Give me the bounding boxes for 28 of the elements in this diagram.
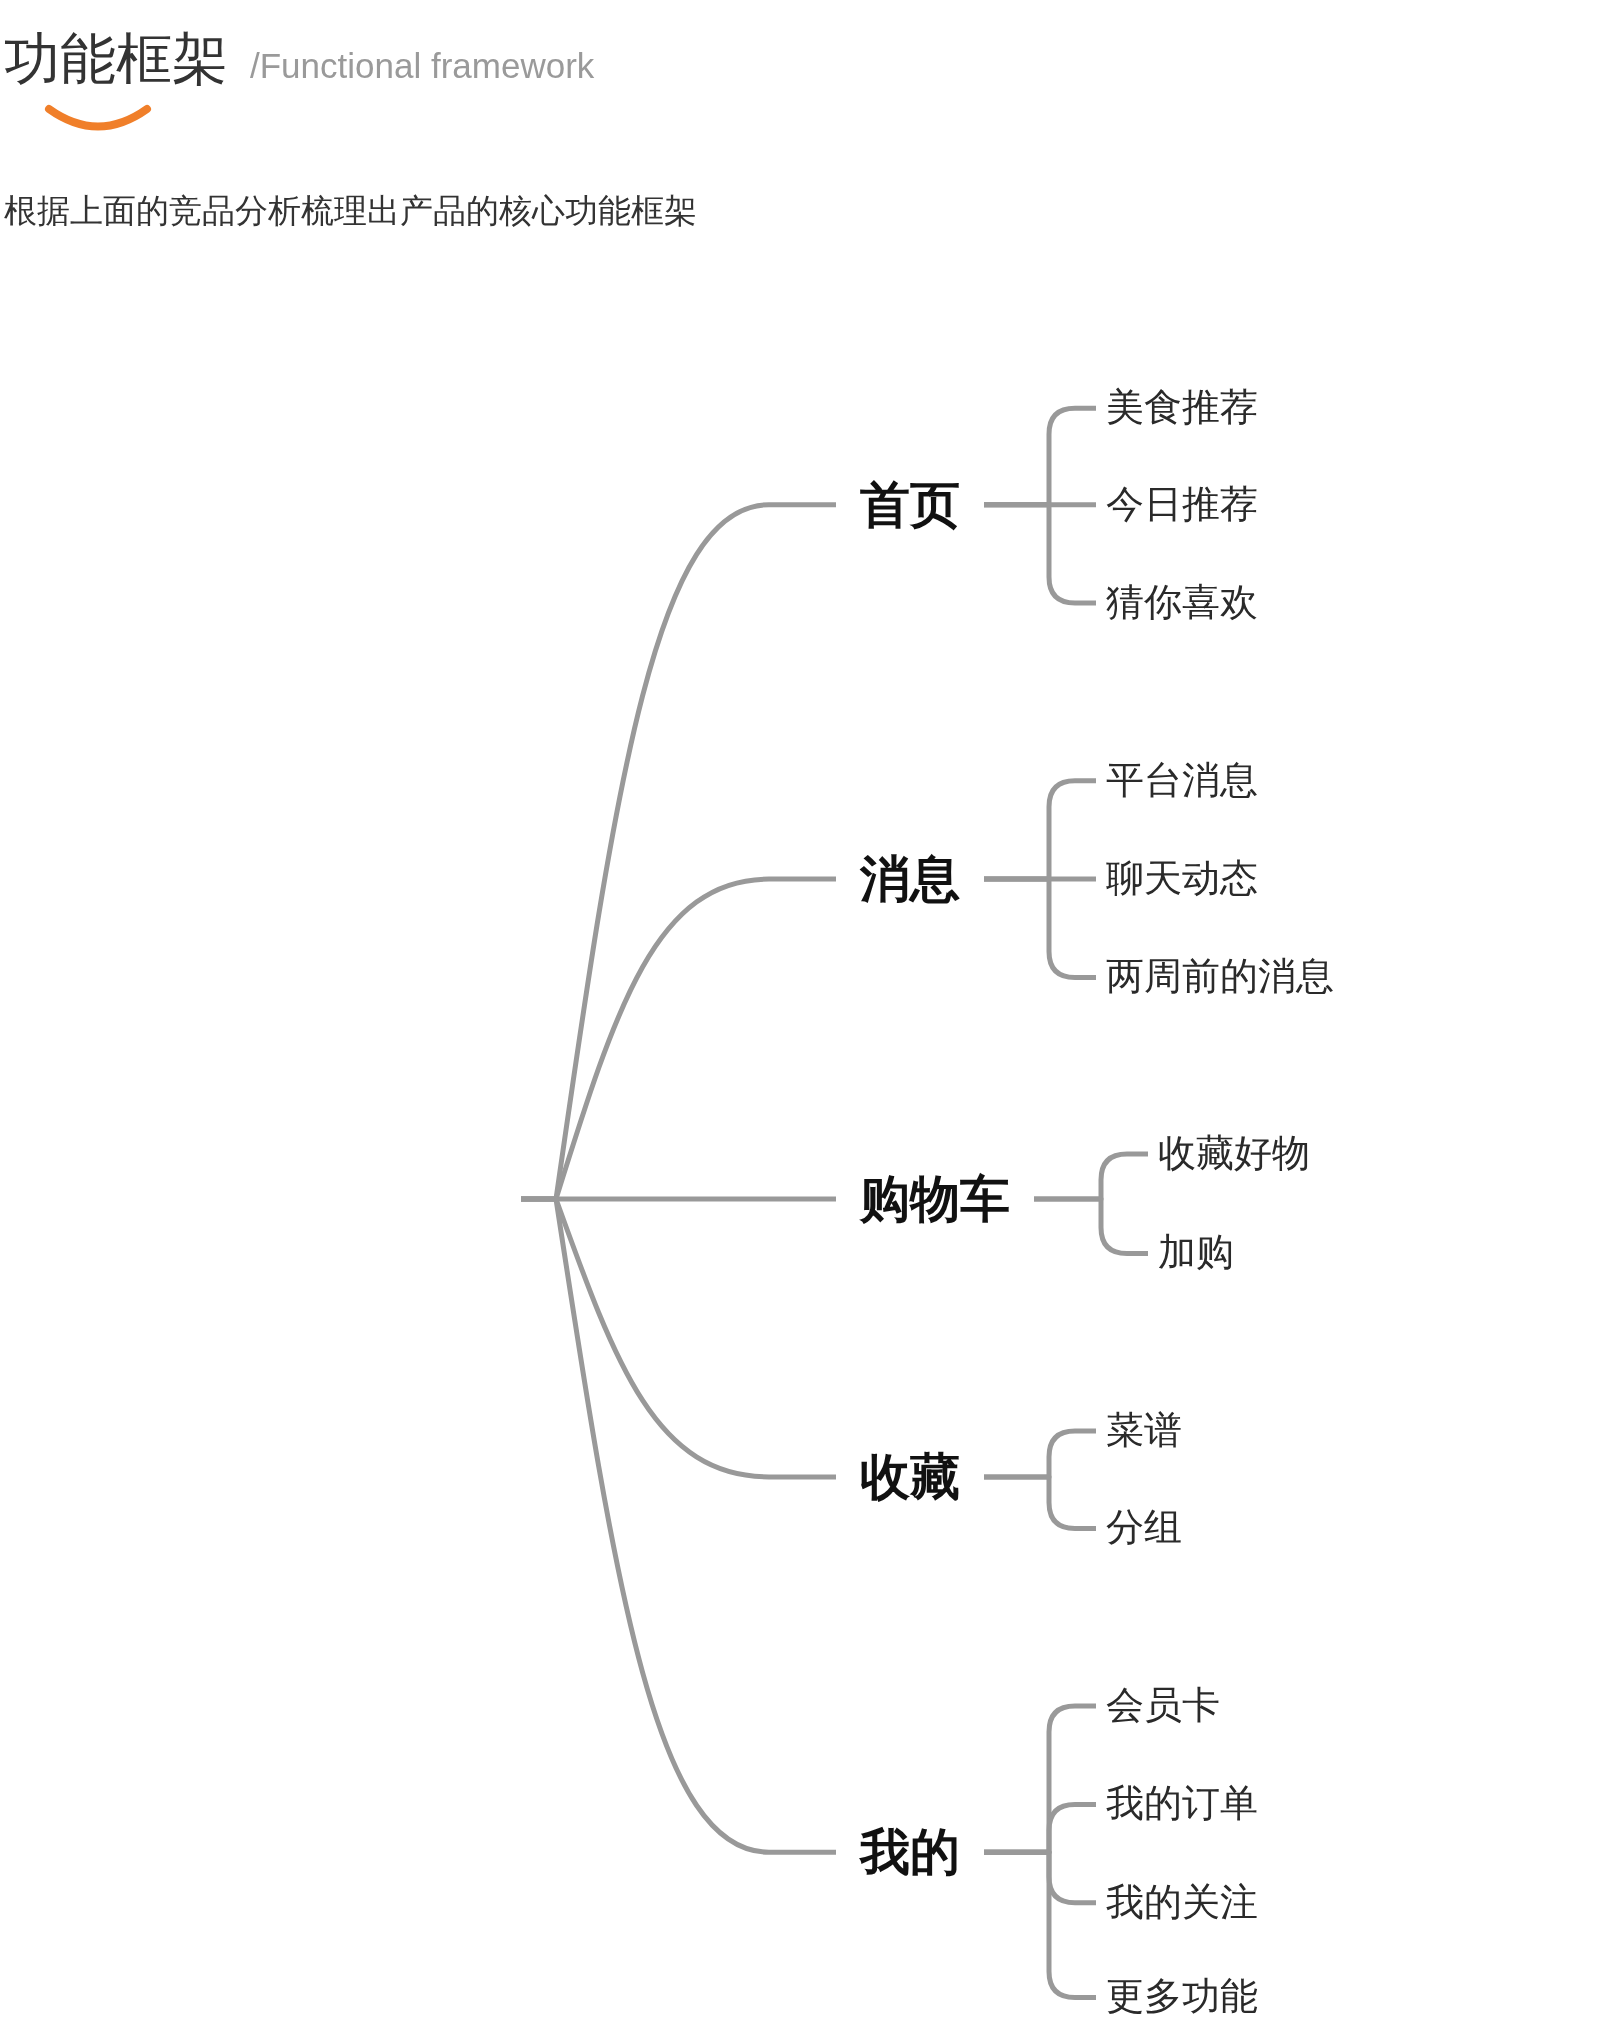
feature-text: 今日推荐 xyxy=(1096,480,1268,529)
connector-line xyxy=(984,502,1096,606)
category-text: 我的 xyxy=(836,1820,984,1884)
description-text: 根据上面的竞品分析梳理出产品的核心功能框架 xyxy=(4,190,697,232)
connector-line xyxy=(984,1474,1096,1531)
feature-text: 聊天动态 xyxy=(1096,855,1268,903)
english-subtitle: /Functional framework xyxy=(250,47,595,86)
feature-text: 会员卡 xyxy=(1096,1682,1230,1730)
feature-text: 收藏好物 xyxy=(1148,1130,1320,1178)
feature-text: 猜你喜欢 xyxy=(1096,579,1268,627)
category-text: 首页 xyxy=(836,473,984,536)
connector-line xyxy=(521,1196,836,1855)
connector-line xyxy=(984,1849,1096,2000)
category-text: 消息 xyxy=(836,847,984,911)
category-text: 收藏 xyxy=(836,1445,984,1509)
connector-line xyxy=(1034,1196,1148,1256)
feature-text: 分组 xyxy=(1096,1504,1192,1553)
feature-text: 菜谱 xyxy=(1096,1407,1192,1455)
category-text: 购物车 xyxy=(836,1167,1034,1231)
page-title: 功能框架 xyxy=(4,28,228,90)
feature-text: 我的订单 xyxy=(1096,1780,1268,1829)
feature-text: 加购 xyxy=(1148,1229,1244,1278)
connector-line xyxy=(984,876,1096,980)
feature-text: 平台消息 xyxy=(1096,756,1268,805)
feature-text: 更多功能 xyxy=(1096,1973,1268,2022)
feature-text: 我的关注 xyxy=(1096,1879,1268,1927)
feature-text: 美食推荐 xyxy=(1096,384,1268,432)
feature-text: 两周前的消息 xyxy=(1096,953,1344,1002)
